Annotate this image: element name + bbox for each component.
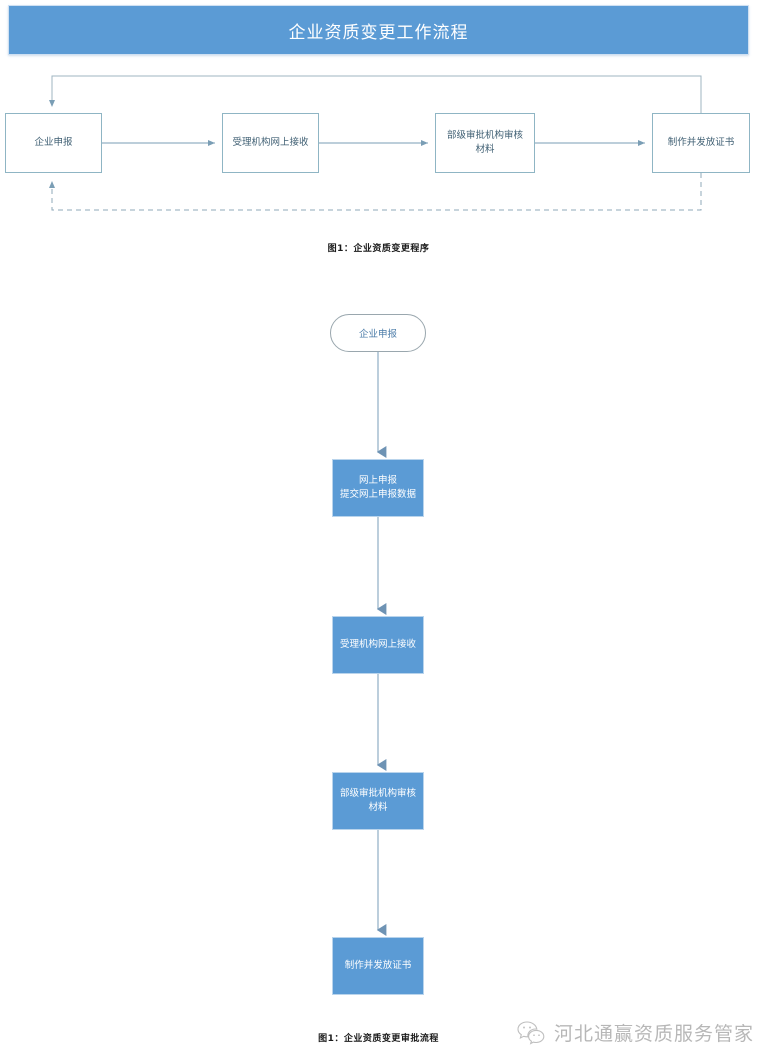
flow-node-ministry-review[interactable]: 部级审批机构审核 材料 (332, 772, 424, 830)
flow-node-label-line1: 网上申报 (358, 474, 397, 486)
flow-node-label: 制作并发放证书 (344, 959, 412, 971)
flow-node-label-line1: 部级审批机构审核 (339, 787, 416, 799)
flow-node-agency-online-receipt[interactable]: 受理机构网上接收 (332, 616, 424, 674)
flow-node-ministry-review[interactable]: 部级审批机构审核 材料 (435, 113, 535, 173)
flow-node-label-line2: 材料 (475, 144, 495, 155)
flow-node-issue-certificate[interactable]: 制作并发放证书 (652, 113, 750, 173)
flow-node-label: 部级审批机构审核 材料 (340, 787, 416, 816)
approval-flowchart-caption: 图1：企业资质变更审批流程 (318, 1034, 439, 1044)
flow-node-label: 企业申报 (34, 137, 73, 149)
procedure-flowchart-connectors (49, 75, 702, 211)
flow-node-label: 企业申报 (358, 329, 397, 340)
approval-flowchart-connectors (376, 352, 387, 936)
flow-node-label: 部级审批机构审核 材料 (447, 129, 523, 157)
page-title-banner: 企业资质变更工作流程 (8, 5, 749, 55)
flow-node-enterprise-application[interactable]: 企业申报 (5, 113, 102, 173)
flow-node-label-line1: 部级审批机构审核 (446, 130, 523, 142)
flow-node-label-line2: 提交网上申报数据 (339, 489, 416, 500)
flow-node-agency-online-receipt[interactable]: 受理机构网上接收 (222, 113, 319, 173)
flow-node-issue-certificate[interactable]: 制作并发放证书 (332, 937, 424, 995)
flow-node-start-enterprise-application[interactable]: 企业申报 (330, 314, 426, 352)
flow-node-online-application[interactable]: 网上申报 提交网上申报数据 (332, 459, 424, 517)
flow-node-label: 制作并发放证书 (667, 137, 735, 149)
procedure-flowchart-caption: 图1：企业资质变更程序 (327, 244, 430, 254)
flow-node-label-line2: 材料 (368, 802, 388, 813)
procedure-flowchart: 企业申报 受理机构网上接收 部级审批机构审核 材料 制作并发放证书 (0, 60, 757, 235)
flow-node-label: 受理机构网上接收 (339, 638, 416, 650)
watermark-text: 河北通赢资质服务管家 (554, 1022, 755, 1045)
wechat-icon (516, 1018, 546, 1046)
approval-flowchart: 企业申报 网上申报 提交网上申报数据 受理机构网上接收 部级审批机构审核 材料 … (0, 300, 757, 1020)
flow-node-label: 网上申报 提交网上申报数据 (340, 474, 416, 503)
page-title: 企业资质变更工作流程 (288, 22, 469, 43)
flow-node-label: 受理机构网上接收 (232, 137, 309, 149)
watermark: 河北通赢资质服务管家 (516, 1012, 755, 1052)
